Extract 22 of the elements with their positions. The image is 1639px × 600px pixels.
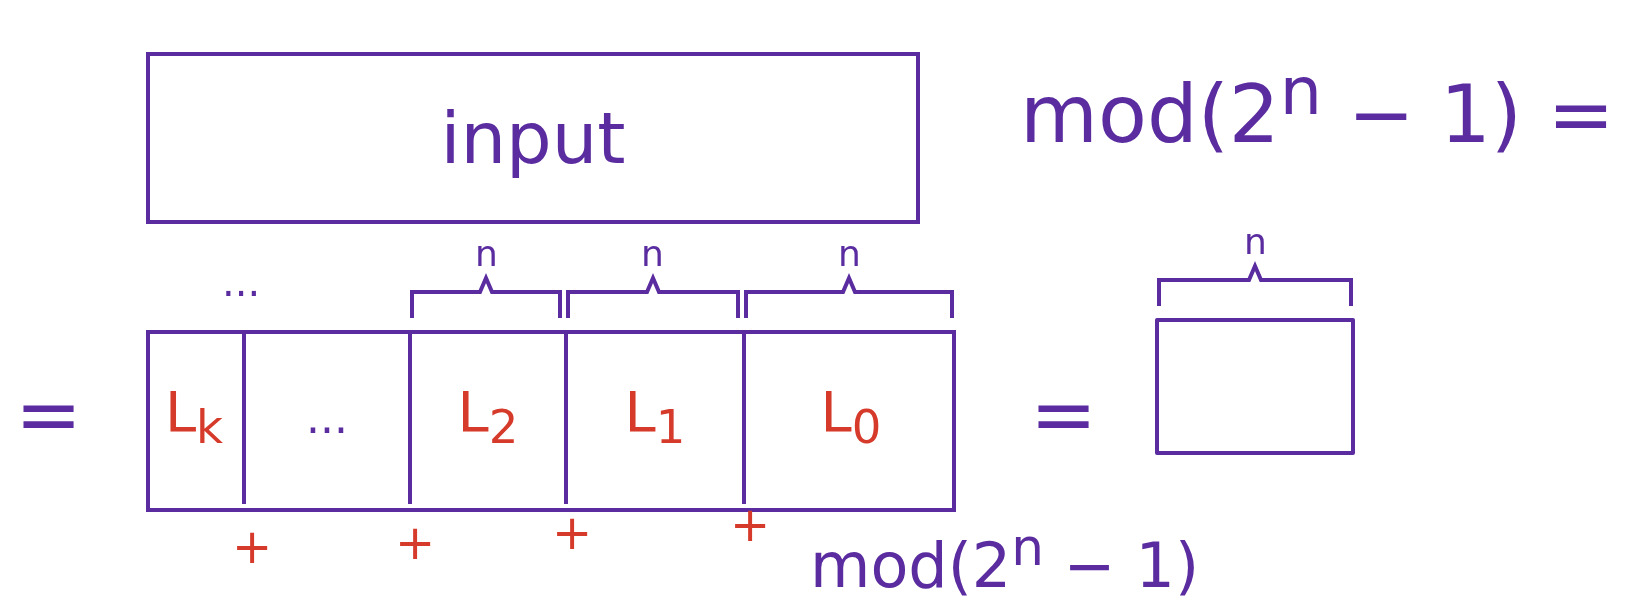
brace-label: n <box>1244 224 1267 260</box>
formula: mod(2$^{n}$ − 1) <box>810 522 1200 597</box>
brace-label: n <box>475 236 498 272</box>
brace-label: n <box>641 236 664 272</box>
plus-sign: + <box>552 508 593 556</box>
segment-label: L$_{0}$ <box>820 379 882 455</box>
plus-sign: + <box>232 522 273 570</box>
plus-sign: + <box>730 500 771 548</box>
result-box <box>1155 318 1355 455</box>
segment-label: L$_{k}$ <box>164 379 224 455</box>
equals-sign: = <box>1030 375 1098 455</box>
equals-sign: = <box>15 375 83 455</box>
segmented-bar <box>146 330 956 512</box>
segment-label: L$_{2}$ <box>457 379 519 455</box>
input-box <box>146 52 920 224</box>
box-label: input <box>440 96 626 180</box>
segment-label: L$_{1}$ <box>624 379 686 455</box>
formula: mod(2$^{n}$ − 1) = <box>1020 58 1615 155</box>
segment-label: ... <box>306 391 348 443</box>
brace-label: n <box>838 236 861 272</box>
ellipsis: ... <box>222 262 261 302</box>
plus-sign: + <box>395 518 436 566</box>
